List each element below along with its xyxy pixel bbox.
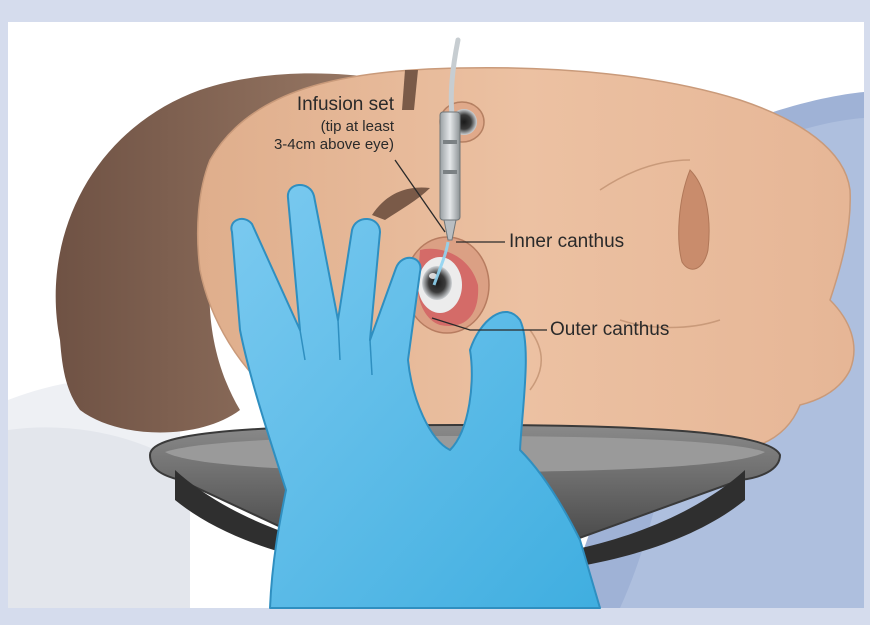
inner-canthus-label: Inner canthus <box>509 232 624 253</box>
infusion-set-label: Infusion set <box>297 95 394 116</box>
eye-icon <box>422 266 452 300</box>
infusion-note-line1: (tip at least <box>321 119 394 136</box>
infusion-note-line2: 3-4cm above eye) <box>274 137 394 154</box>
outer-canthus-label: Outer canthus <box>550 320 669 341</box>
